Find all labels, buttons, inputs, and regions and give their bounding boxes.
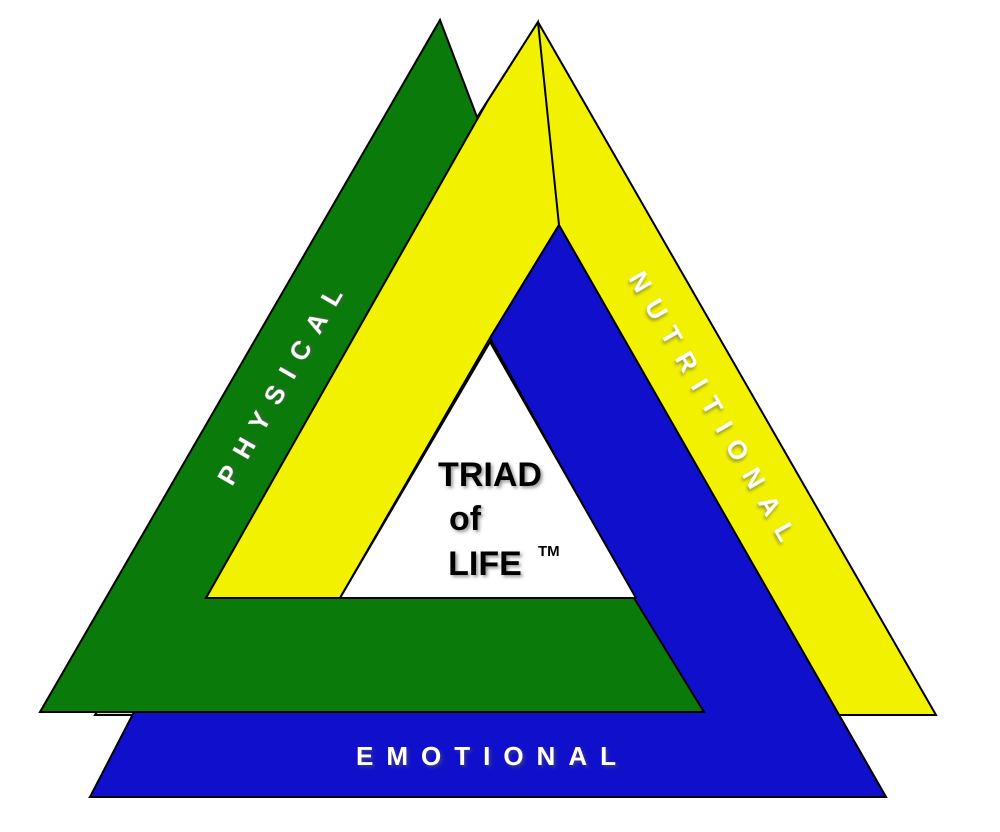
emotional-overlap — [88, 223, 888, 798]
trademark-symbol: TM — [538, 543, 560, 560]
emotional-label: EMOTIONAL — [356, 741, 629, 771]
center-title-line3: LIFE — [448, 545, 522, 583]
center-triangle — [338, 340, 638, 599]
center-title-line1: TRIAD — [438, 456, 542, 494]
center-title-line2: of — [449, 500, 482, 538]
